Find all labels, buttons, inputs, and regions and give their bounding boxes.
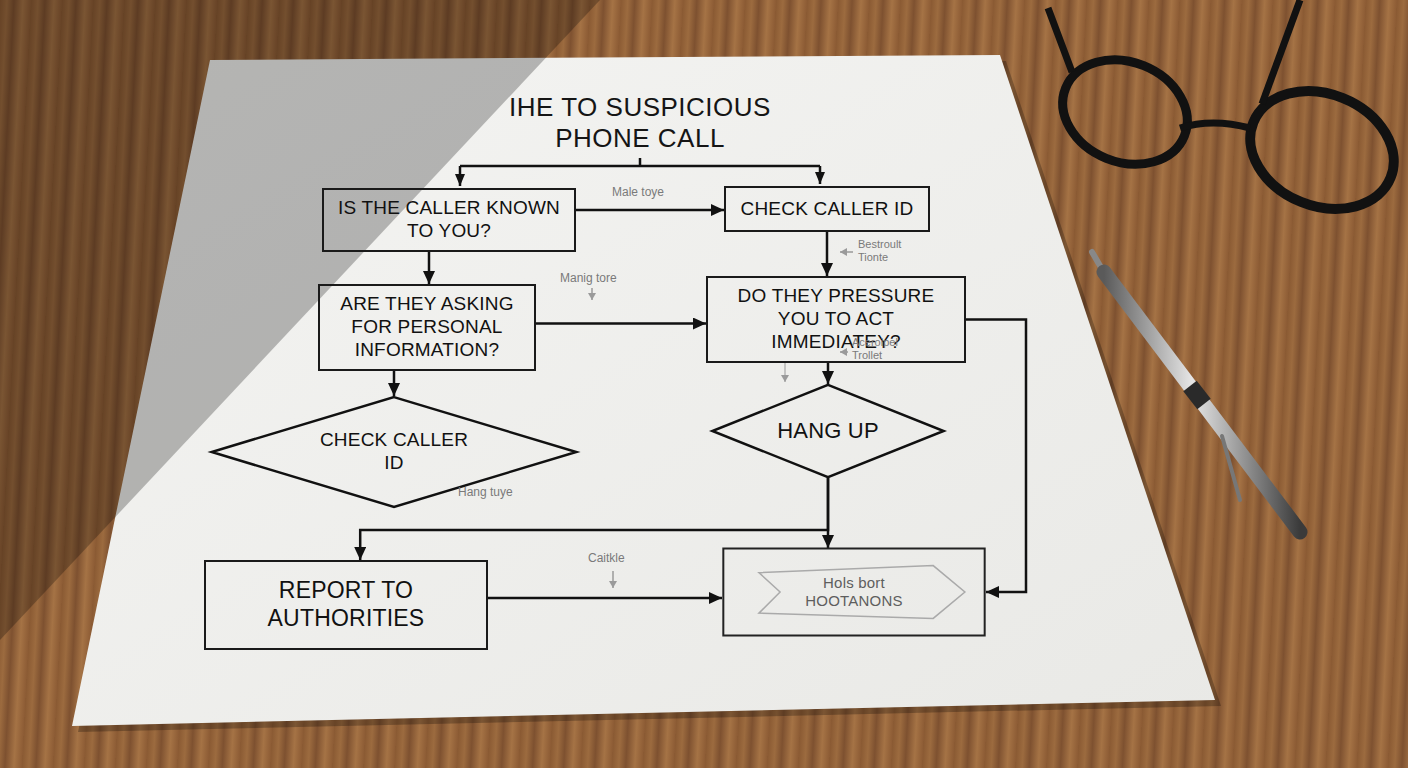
diamond-shape [212, 397, 577, 507]
glasses-arm [1262, 0, 1300, 104]
pen-clip [1222, 436, 1240, 500]
diamond-shape [712, 385, 943, 477]
pen-ring [1190, 386, 1204, 404]
node-text: CHECK CALLER ID [741, 198, 914, 221]
flow-arrow [428, 252, 431, 284]
flow-arrow [536, 322, 706, 325]
faint-note: Caitkle [588, 552, 625, 566]
process-box: IS THE CALLER KNOWN TO YOU? [322, 188, 576, 252]
title-branch-arrow [819, 166, 822, 184]
flow-arrow [827, 363, 830, 384]
node-text: IS THE CALLER KNOWN TO YOU? [334, 197, 564, 243]
pen [1092, 252, 1300, 532]
node-text: HANG UP [777, 418, 879, 444]
faint-note: Aceroipel Trollet [852, 336, 924, 361]
flow-arrow [393, 371, 396, 396]
node-text: ARE THEY ASKING FOR PERSONAL INFORMATION… [330, 293, 524, 361]
faint-arrow [840, 251, 853, 253]
node-text: CHECK CALLER ID [309, 429, 479, 475]
pen-body [1104, 272, 1300, 532]
node-text: DO THEY PRESSURE YOU TO ACT IMMEDIATEY? [718, 285, 954, 353]
glasses-lens [1232, 70, 1408, 229]
diagram-title: IHE TO SUSPICIOUS PHONE CALL [470, 92, 810, 154]
process-box: DO THEY PRESSURE YOU TO ACT IMMEDIATEY? [706, 276, 966, 363]
faint-note: Bestroult Tionte [858, 238, 930, 263]
process-box: ARE THEY ASKING FOR PERSONAL INFORMATION… [318, 284, 536, 371]
glasses-arm [1048, 8, 1072, 72]
faint-arrow [784, 362, 786, 382]
faint-arrow [591, 288, 593, 300]
glasses-bridge [1180, 123, 1250, 128]
title-branch-line [460, 158, 820, 166]
scribble-shape [759, 566, 965, 619]
decision-diamond: HANG UP [710, 384, 946, 478]
glasses [1047, 0, 1408, 230]
process-box: CHECK CALLER ID [724, 186, 930, 232]
faint-note: Hang tuye [458, 486, 513, 500]
faint-note: Manig tore [560, 272, 617, 286]
faint-note: Male toye [612, 186, 664, 200]
scribbled-box: Hols bort HOOTANONS [722, 548, 986, 636]
decision-diamond: CHECK CALLER ID [208, 396, 580, 508]
title-branch-arrow [459, 166, 462, 186]
node-text: REPORT TO AUTHORITIES [216, 577, 476, 632]
faint-arrow [612, 571, 614, 588]
flow-arrow [576, 209, 724, 212]
flow-arrow [966, 320, 1026, 593]
node-text: Hols bort HOOTANONS [799, 574, 909, 610]
flow-arrow [826, 232, 829, 276]
box-border [723, 548, 984, 635]
process-box: REPORT TO AUTHORITIES [204, 560, 488, 650]
flow-arrow [488, 597, 722, 600]
